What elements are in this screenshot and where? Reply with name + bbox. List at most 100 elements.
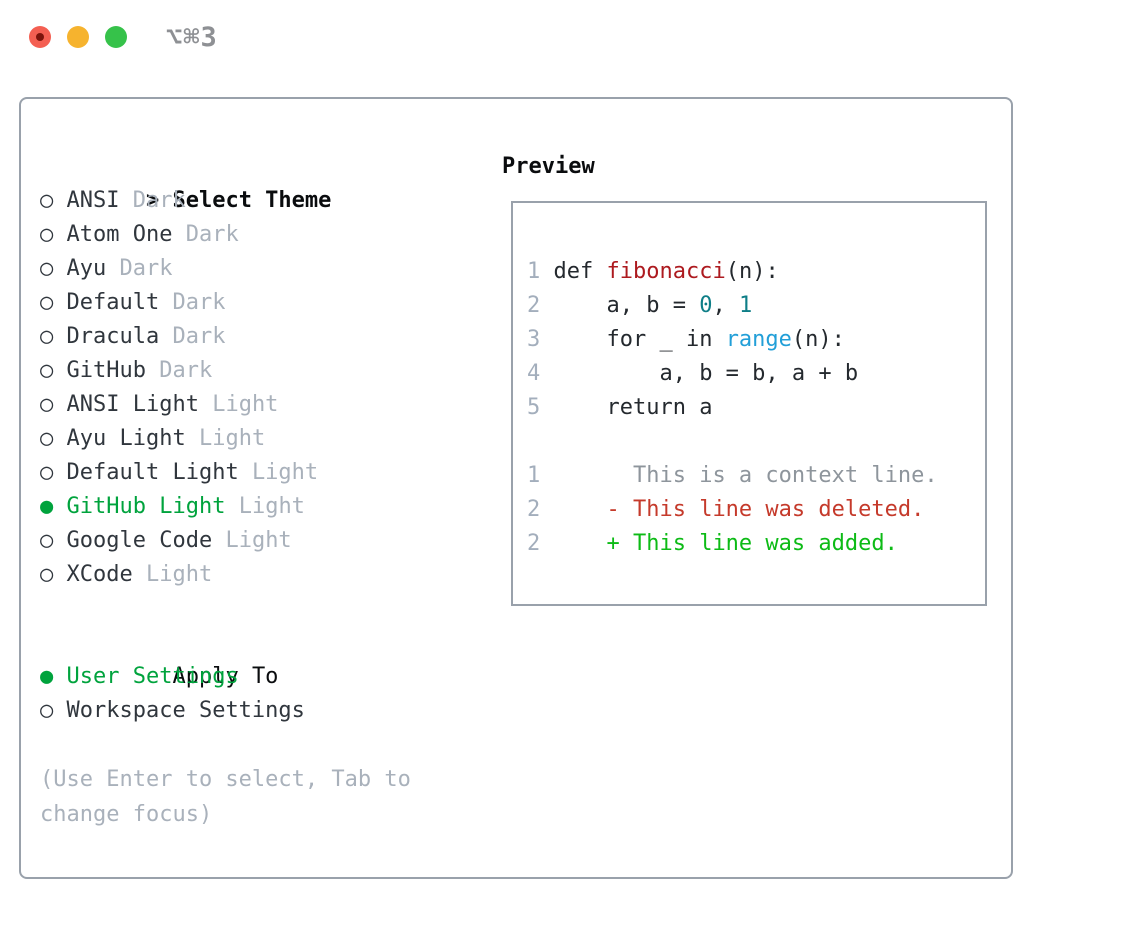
theme-variant-tag: Dark xyxy=(159,358,213,383)
radio-unselected-icon: ○ xyxy=(40,460,54,485)
code-line: 2 - This line was deleted. xyxy=(527,493,985,527)
theme-name: ANSI xyxy=(66,188,120,213)
apply-to-title: Apply To xyxy=(172,664,279,689)
minimize-button[interactable] xyxy=(67,26,89,48)
apply-option-label: User Settings xyxy=(66,664,239,689)
preview-title: Preview xyxy=(502,154,595,179)
line-number: 2 xyxy=(527,497,541,522)
theme-variant-tag: Dark xyxy=(172,324,226,349)
radio-unselected-icon: ○ xyxy=(40,290,54,315)
code-line: 2 a, b = 0, 1 xyxy=(527,289,985,323)
theme-name: Ayu xyxy=(66,256,107,281)
theme-variant-tag: Dark xyxy=(132,188,186,213)
keyboard-hint: (Use Enter to select, Tab to change focu… xyxy=(40,767,411,827)
window-title: ⌥⌘3 xyxy=(166,22,218,53)
code-line: 1 def fibonacci(n): xyxy=(527,255,985,289)
token-text: , xyxy=(712,293,739,318)
apply-option-user-settings[interactable]: ● User Settings xyxy=(40,660,480,694)
theme-option-xcode[interactable]: ○ XCode Light xyxy=(40,558,480,592)
theme-variant-tag: Dark xyxy=(172,290,226,315)
line-number: 1 xyxy=(527,259,541,284)
theme-variant-tag: Light xyxy=(225,528,292,553)
line-number: 3 xyxy=(527,327,541,352)
token-text: for _ in xyxy=(553,327,726,352)
select-theme-title: Select Theme xyxy=(172,188,332,213)
radio-unselected-icon: ○ xyxy=(40,188,54,213)
theme-option-default-light[interactable]: ○ Default Light Light xyxy=(40,456,480,490)
theme-variant-tag: Light xyxy=(145,562,213,587)
titlebar: ⌥⌘3 xyxy=(0,0,1140,74)
traffic-lights xyxy=(29,26,127,48)
zoom-button[interactable] xyxy=(105,26,127,48)
line-number: 2 xyxy=(527,531,541,556)
select-theme-header: > Select Theme xyxy=(40,150,480,213)
theme-option-ayu[interactable]: ○ Ayu Dark xyxy=(40,252,480,286)
theme-variant-tag: Dark xyxy=(185,222,239,247)
token-text: def xyxy=(553,259,607,284)
radio-unselected-icon: ○ xyxy=(40,562,54,587)
radio-unselected-icon: ○ xyxy=(40,324,54,349)
theme-option-google-code[interactable]: ○ Google Code Light xyxy=(40,524,480,558)
token-text: return a xyxy=(553,395,713,420)
radio-unselected-icon: ○ xyxy=(40,392,54,417)
token-num: 1 xyxy=(738,293,753,318)
theme-variant-tag: Light xyxy=(198,426,266,451)
radio-unselected-icon: ○ xyxy=(40,358,54,383)
apply-to-options: ● User Settings○ Workspace Settings xyxy=(40,660,480,728)
token-deleted: - This line was deleted. xyxy=(553,497,925,522)
theme-name: GitHub Light xyxy=(66,494,226,519)
theme-option-default[interactable]: ○ Default Dark xyxy=(40,286,480,320)
code-line: 2 + This line was added. xyxy=(527,527,985,561)
token-builtin: range xyxy=(725,327,792,352)
cursor-icon: > xyxy=(145,188,160,213)
line-number: 4 xyxy=(527,361,541,386)
radio-unselected-icon: ○ xyxy=(40,222,54,247)
code-line: 4 a, b = b, a + b xyxy=(527,357,985,391)
apply-option-label: Workspace Settings xyxy=(66,698,305,723)
token-text: a, b = xyxy=(553,293,700,318)
token-text: (n): xyxy=(791,327,845,352)
theme-option-dracula[interactable]: ○ Dracula Dark xyxy=(40,320,480,354)
radio-unselected-icon: ○ xyxy=(40,426,54,451)
line-number: 1 xyxy=(527,463,541,488)
close-button[interactable] xyxy=(29,26,51,48)
radio-selected-icon: ● xyxy=(40,664,54,689)
theme-option-ansi[interactable]: ○ ANSI Dark xyxy=(40,184,480,218)
radio-unselected-icon: ○ xyxy=(40,528,54,553)
theme-variant-tag: Light xyxy=(238,494,305,519)
code-line: 1 This is a context line. xyxy=(527,459,985,493)
theme-variant-tag: Dark xyxy=(119,256,173,281)
code-line: 3 for _ in range(n): xyxy=(527,323,985,357)
theme-option-atom-one[interactable]: ○ Atom One Dark xyxy=(40,218,480,252)
token-func: fibonacci xyxy=(606,259,726,284)
theme-option-ayu-light[interactable]: ○ Ayu Light Light xyxy=(40,422,480,456)
theme-name: Dracula xyxy=(66,324,160,349)
token-num: 0 xyxy=(699,293,713,318)
theme-name: Atom One xyxy=(66,222,173,247)
token-text: a, b = b, a + b xyxy=(553,361,859,386)
theme-name: XCode xyxy=(66,562,133,587)
theme-name: Ayu Light xyxy=(66,426,186,451)
theme-options: ○ ANSI Dark○ Atom One Dark○ Ayu Dark○ De… xyxy=(40,184,480,592)
theme-name: Google Code xyxy=(66,528,213,553)
radio-unselected-icon: ○ xyxy=(40,256,54,281)
spacer-row xyxy=(40,592,480,626)
radio-selected-icon: ● xyxy=(40,494,54,519)
theme-name: ANSI Light xyxy=(66,392,199,417)
apply-to-header: Apply To xyxy=(40,626,480,689)
theme-option-github[interactable]: ○ GitHub Dark xyxy=(40,354,480,388)
theme-list: > Select Theme ○ ANSI Dark○ Atom One Dar… xyxy=(40,150,480,728)
code-line: 5 return a xyxy=(527,391,985,425)
line-number: 2 xyxy=(527,293,541,318)
blank-line xyxy=(527,425,985,459)
apply-option-workspace-settings[interactable]: ○ Workspace Settings xyxy=(40,694,480,728)
radio-unselected-icon: ○ xyxy=(40,698,54,723)
theme-option-ansi-light[interactable]: ○ ANSI Light Light xyxy=(40,388,480,422)
theme-picker-panel: > Select Theme ○ ANSI Dark○ Atom One Dar… xyxy=(19,97,1013,879)
token-context: This is a context line. xyxy=(553,463,938,488)
theme-option-github-light[interactable]: ● GitHub Light Light xyxy=(40,490,480,524)
theme-name: Default xyxy=(66,290,160,315)
